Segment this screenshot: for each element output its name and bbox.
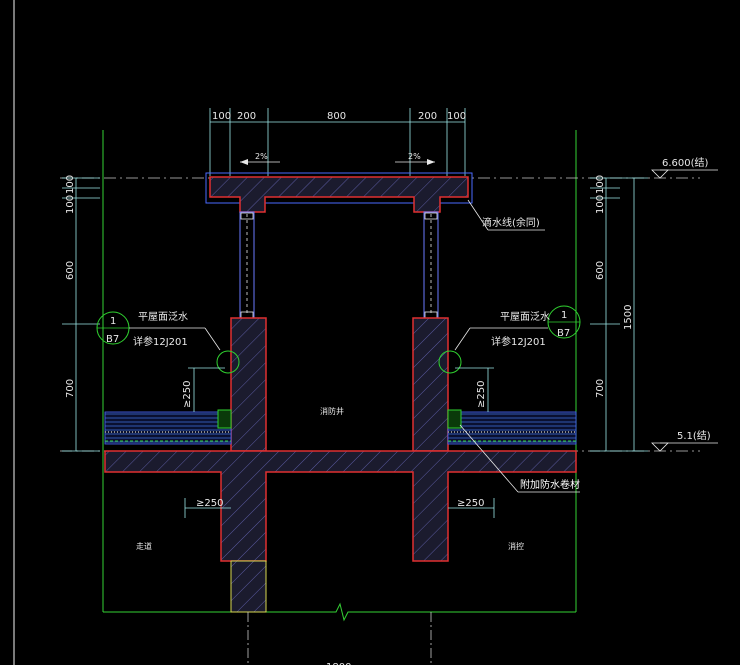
dim-top-3: 800 xyxy=(327,111,346,122)
room-left-label: 走道 xyxy=(136,541,152,551)
roof-cap-slab xyxy=(209,176,469,213)
roof-cap-outline xyxy=(205,172,473,204)
callout-right-title: 平屋面泛水 xyxy=(500,311,550,323)
callout-left-detail: 详参12J201 xyxy=(133,335,188,348)
parapet-wall-left xyxy=(230,317,267,452)
dim-top-2: 200 xyxy=(237,111,256,122)
waterproof-label: 附加防水卷材 xyxy=(520,478,580,491)
right-dimension-chain xyxy=(590,177,648,452)
dim-top-4: 200 xyxy=(418,111,437,122)
louvre-right xyxy=(423,211,439,319)
upstand-dim-right xyxy=(455,367,494,412)
elevation-marker-bottom xyxy=(651,442,718,452)
bottom-break-line xyxy=(103,602,576,622)
top-dimension-chain xyxy=(209,108,466,176)
waterproof-leader xyxy=(459,424,519,493)
dim-left-100b: 100 xyxy=(65,195,76,214)
center-room-label: 消防井 xyxy=(320,406,344,416)
callout-leader-right-2 xyxy=(454,327,471,351)
slope-arrow-right xyxy=(395,159,435,165)
slope-arrow-left xyxy=(240,159,280,165)
upstand-label-left: ≥250 xyxy=(182,381,193,408)
detail-circle-right xyxy=(438,350,462,374)
upstand-label-right: ≥250 xyxy=(476,381,487,408)
elevation-marker-top xyxy=(651,169,718,179)
dim-top-5: 100 xyxy=(447,111,466,122)
drip-line-label: 滴水线(余同) xyxy=(482,216,540,229)
callout-right-num: 1 xyxy=(561,310,567,321)
roof-layers-left xyxy=(104,411,232,445)
floor-slab xyxy=(104,450,577,562)
lap-dim-right xyxy=(448,498,495,518)
left-dimension-chain xyxy=(62,177,100,452)
dim-right-700: 700 xyxy=(595,379,606,398)
callout-right-ref: Β7 xyxy=(557,328,570,339)
slope-right: 2% xyxy=(408,152,421,161)
dim-right-100a: 100 xyxy=(595,175,606,194)
dim-right-total: 1500 xyxy=(623,305,634,330)
dim-top-1: 100 xyxy=(212,111,231,122)
lower-wall xyxy=(230,560,267,613)
dim-right-600: 600 xyxy=(595,261,606,280)
callout-leader-left-2 xyxy=(204,327,221,351)
lap-label-right: ≥250 xyxy=(457,498,484,509)
callout-left-num: 1 xyxy=(110,316,116,327)
callout-right-detail: 详参12J201 xyxy=(491,335,546,348)
elevation-bottom-label: 5.1(结) xyxy=(677,429,711,442)
room-right-label: 消控 xyxy=(508,541,524,551)
lap-dim-left xyxy=(184,498,231,518)
slope-left: 2% xyxy=(255,152,268,161)
louvre-left xyxy=(239,211,255,319)
roof-layers-right xyxy=(447,411,577,445)
dim-right-100b: 100 xyxy=(595,195,606,214)
detail-circle-left xyxy=(216,350,240,374)
elevation-top-label: 6.600(结) xyxy=(662,156,709,169)
bottom-dimension: 1800 xyxy=(326,662,351,665)
callout-left-title: 平屋面泛水 xyxy=(138,311,188,323)
dim-left-700: 700 xyxy=(65,379,76,398)
upstand-dim-left xyxy=(188,367,225,412)
dim-left-600: 600 xyxy=(65,261,76,280)
flashing-left xyxy=(217,409,232,429)
flashing-right xyxy=(447,409,462,429)
drip-leader xyxy=(467,199,489,231)
callout-left-ref: Β7 xyxy=(106,334,119,345)
lap-label-left: ≥250 xyxy=(196,498,223,509)
dim-left-100a: 100 xyxy=(65,175,76,194)
parapet-wall-right xyxy=(412,317,449,452)
